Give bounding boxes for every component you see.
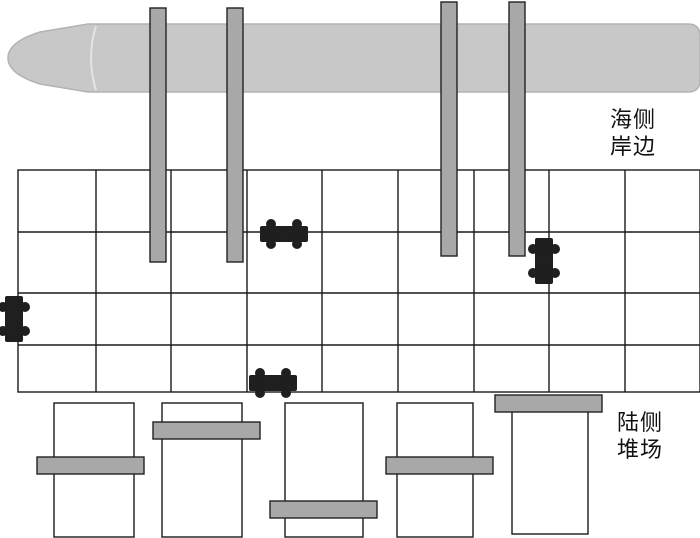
yard-crane-3 bbox=[269, 500, 378, 519]
ship bbox=[7, 23, 700, 93]
yard-crane-1 bbox=[36, 456, 145, 475]
label-sea-side: 海侧 bbox=[610, 108, 657, 133]
label-quay: 岸边 bbox=[610, 135, 657, 160]
label-land-side: 陆侧 bbox=[617, 411, 664, 436]
label-sea-side-quay: 海侧 岸边 bbox=[610, 107, 656, 161]
quay-grid bbox=[17, 169, 700, 393]
label-yard: 堆场 bbox=[617, 438, 664, 463]
label-land-side-yard: 陆侧 堆场 bbox=[617, 410, 663, 464]
quay-crane-4 bbox=[508, 1, 526, 257]
quay-crane-3 bbox=[440, 1, 458, 257]
yard-block-5 bbox=[511, 402, 589, 535]
vehicle-1 bbox=[260, 219, 308, 249]
vehicle-2 bbox=[528, 238, 560, 284]
yard-crane-2 bbox=[152, 421, 261, 440]
vehicle-3 bbox=[0, 296, 30, 342]
quay-crane-1 bbox=[149, 7, 167, 263]
yard-crane-4 bbox=[385, 456, 494, 475]
vehicles bbox=[0, 219, 560, 398]
quay-cranes bbox=[149, 1, 526, 263]
yard-cranes bbox=[36, 394, 603, 519]
yard-crane-5 bbox=[494, 394, 603, 413]
yard-blocks bbox=[53, 402, 589, 538]
quay-crane-2 bbox=[226, 7, 244, 263]
vehicle-4 bbox=[249, 368, 297, 398]
